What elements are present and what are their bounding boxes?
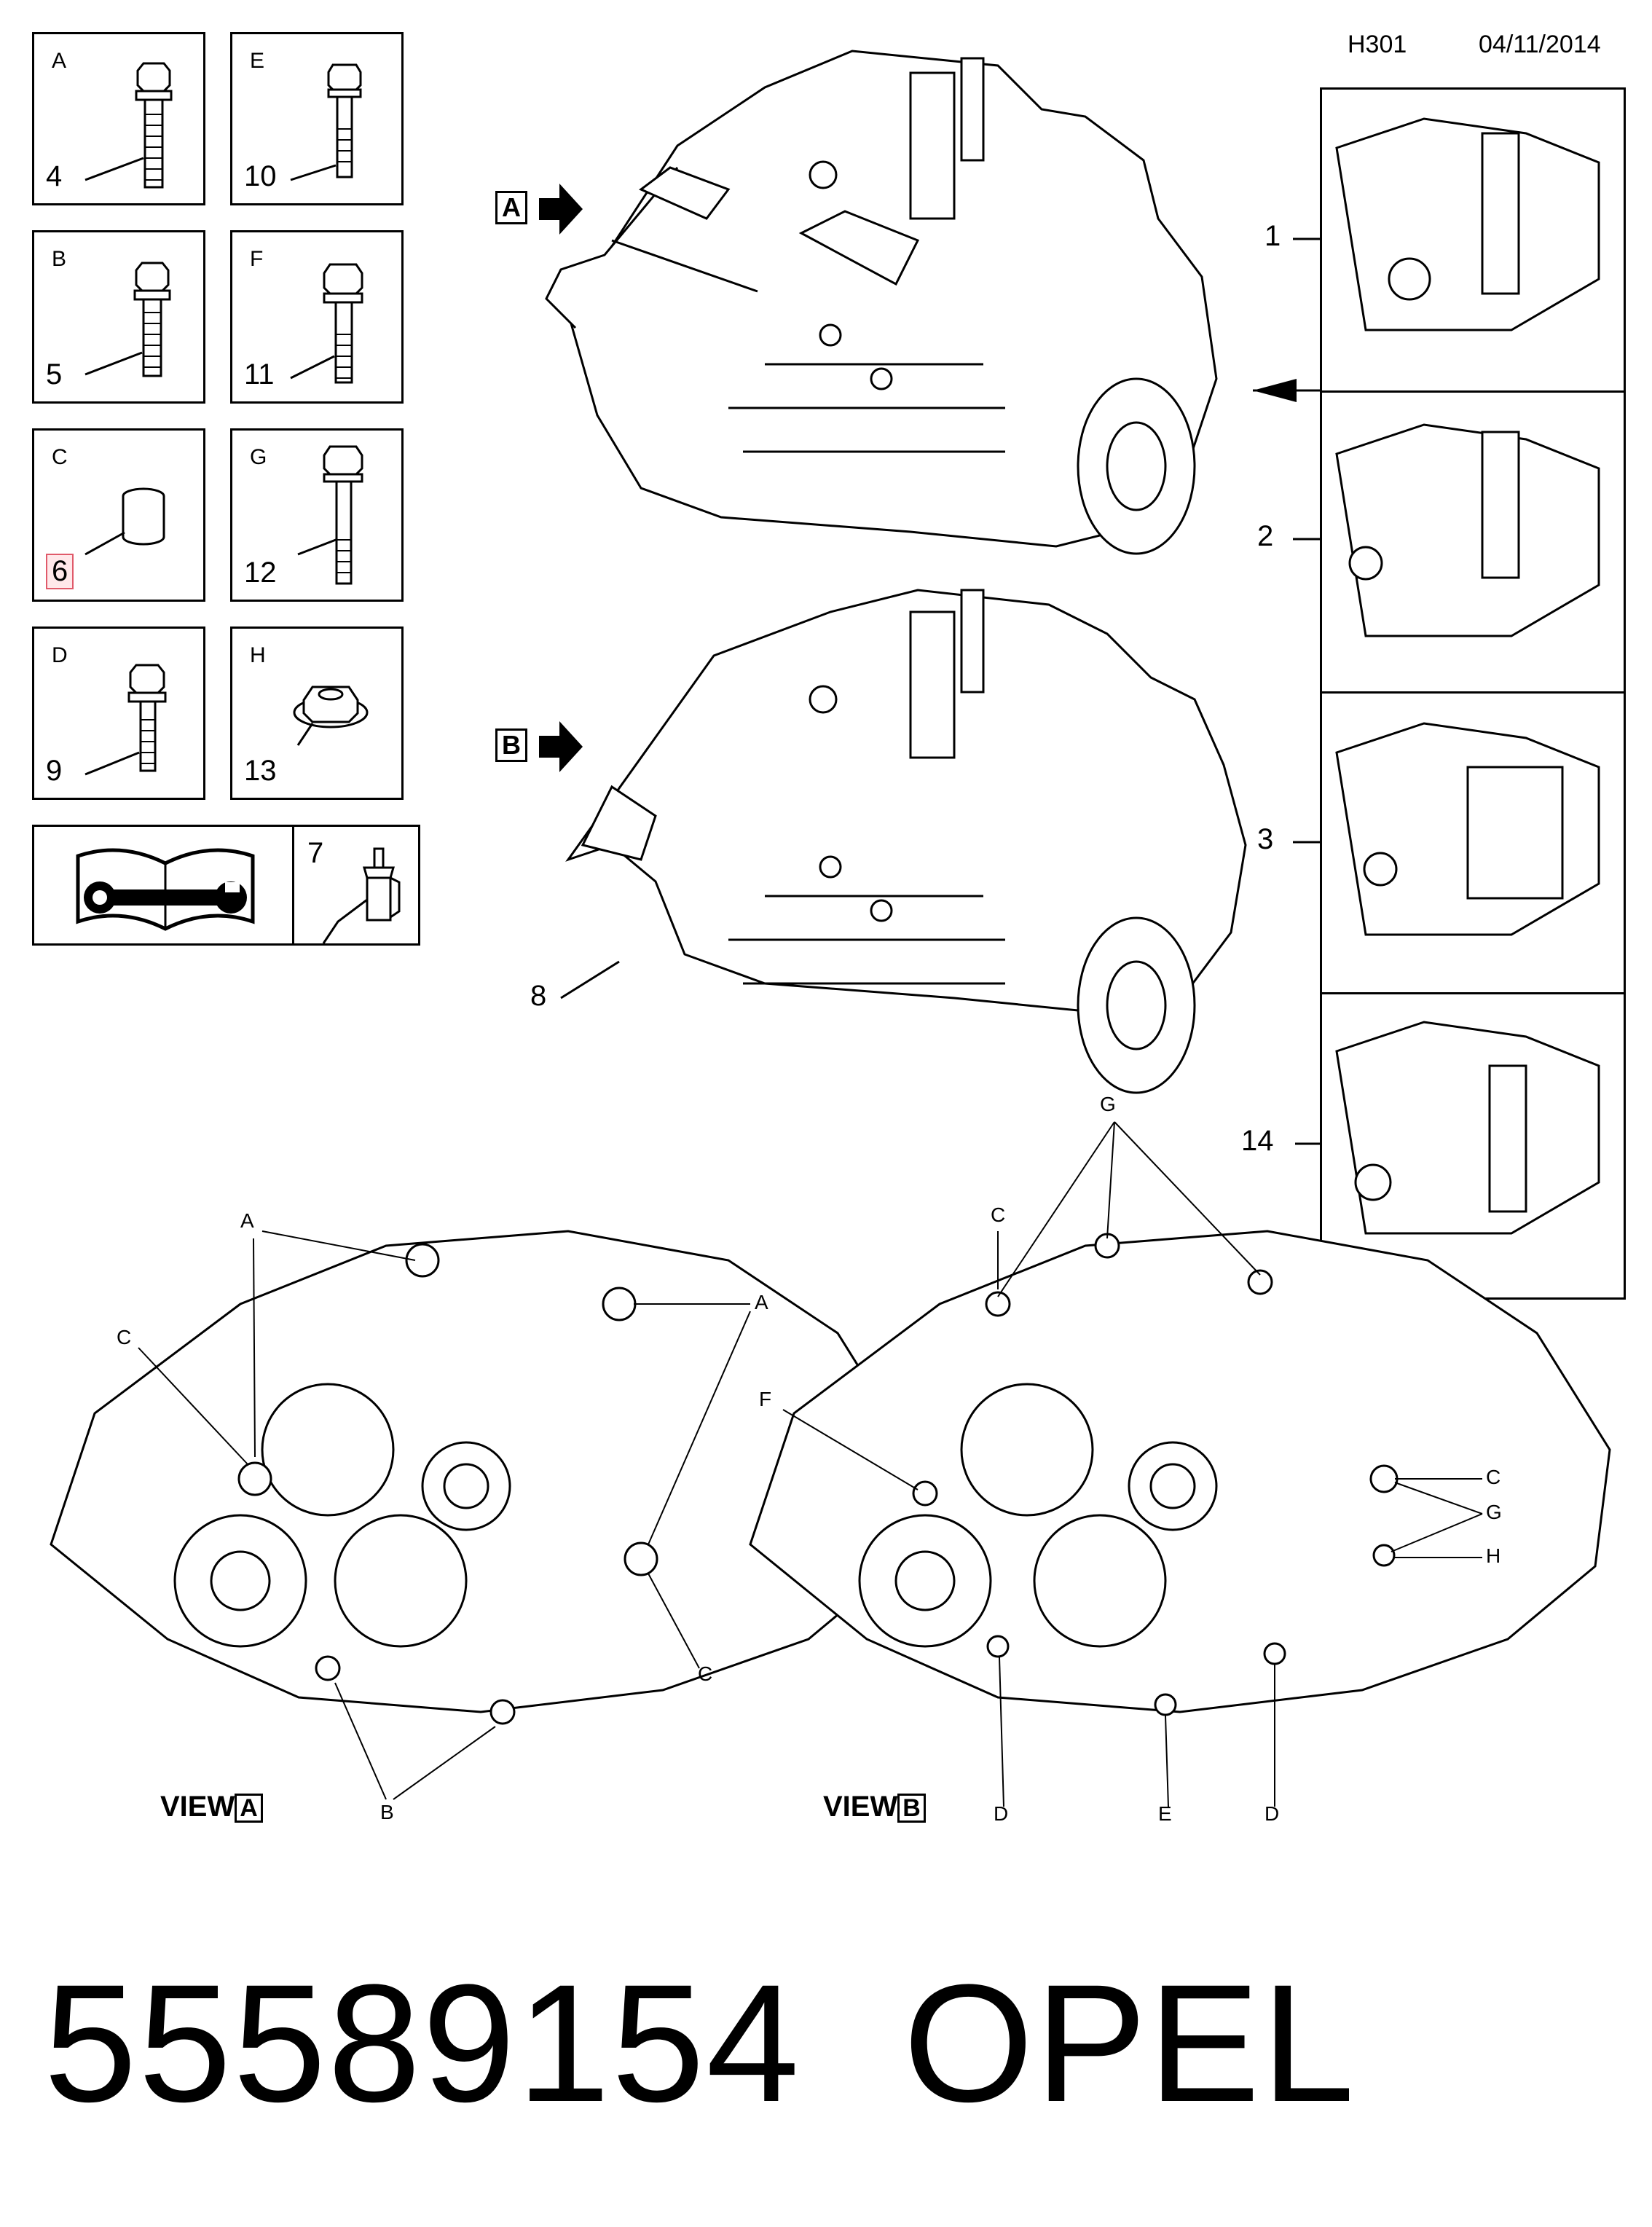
view-a-title-tag: A xyxy=(235,1794,263,1823)
detail-number-3: 3 xyxy=(1257,823,1274,855)
view-b-label-d-left: D xyxy=(994,1802,1009,1825)
detail-number-14: 14 xyxy=(1241,1125,1274,1157)
view-a-title-text: VIEW xyxy=(160,1791,235,1823)
diagram-code: H301 xyxy=(1348,31,1407,58)
fastener-cell-e: E 10 xyxy=(230,32,404,205)
fastener-cell-f: F 11 xyxy=(230,230,404,404)
view-b-label-c-top: C xyxy=(991,1203,1006,1226)
fastener-letter: C xyxy=(52,445,68,469)
fastener-number: 9 xyxy=(46,755,63,787)
fastener-letter: A xyxy=(52,49,67,73)
view-b-label-g-right: G xyxy=(1486,1501,1502,1523)
detail-number-1: 1 xyxy=(1264,220,1281,252)
fastener-letter: G xyxy=(250,445,267,469)
view-b-label-g-top: G xyxy=(1100,1093,1116,1115)
housing-number: 8 xyxy=(530,980,547,1012)
fastener-number: 12 xyxy=(244,557,277,589)
diagram-date: 04/11/2014 xyxy=(1479,31,1601,58)
detail-inset-drawings xyxy=(1335,117,1600,1235)
view-b-label-h-right: H xyxy=(1486,1544,1501,1567)
fastener-cell-c: C 6 xyxy=(32,428,205,602)
sealant-box: 7 xyxy=(292,825,420,946)
sealant-number: 7 xyxy=(307,837,324,869)
fastener-number: 10 xyxy=(244,160,277,192)
brand-name: OPEL xyxy=(903,1949,1356,2137)
view-b-arrow: B xyxy=(495,721,583,772)
view-b-label-c-right: C xyxy=(1486,1466,1501,1488)
fastener-cell-g: G 12 xyxy=(230,428,404,602)
fastener-number: 11 xyxy=(244,358,275,390)
sealant-tube-icon xyxy=(322,847,401,944)
part-number: 55589154 xyxy=(44,1949,801,2137)
view-b-title-text: VIEW xyxy=(823,1791,898,1823)
view-a-tag: A xyxy=(495,191,527,224)
view-b-label-e-bottom: E xyxy=(1158,1802,1172,1825)
view-b-title-tag: B xyxy=(897,1794,926,1823)
manual-box xyxy=(32,825,294,946)
fastener-letter: B xyxy=(52,247,67,271)
fastener-letter: H xyxy=(250,643,266,667)
fastener-letter: E xyxy=(250,49,265,73)
detail-inset-column xyxy=(1320,87,1626,1300)
bolt-hex-flange-icon xyxy=(84,664,167,776)
view-a-label-c-left: C xyxy=(117,1326,132,1348)
fastener-cell-d: D 9 xyxy=(32,627,205,800)
arrow-right-icon xyxy=(539,721,583,772)
view-a-label-a-right: A xyxy=(755,1291,768,1313)
bolt-hex-long-icon xyxy=(297,445,363,585)
view-b-label-d-right: D xyxy=(1264,1802,1280,1825)
view-a-label-b-bottom: B xyxy=(380,1801,394,1823)
view-b-tag: B xyxy=(495,728,527,762)
view-a-arrow: A xyxy=(495,184,583,235)
bolt-hex-medium-icon xyxy=(290,263,363,384)
bolt-torx-short-icon xyxy=(84,262,171,377)
fastener-number: 13 xyxy=(244,755,277,787)
fastener-number-highlighted: 6 xyxy=(46,554,74,589)
bolt-torx-icon xyxy=(84,62,173,189)
arrow-right-icon xyxy=(539,184,583,235)
bolt-hex-small-icon xyxy=(290,63,362,181)
fastener-number: 5 xyxy=(46,358,63,390)
view-a-label-c-right: C xyxy=(698,1662,713,1685)
manual-wrench-icon xyxy=(76,848,255,931)
view-b-label-f-left: F xyxy=(759,1388,772,1410)
dowel-sleeve-icon xyxy=(84,487,165,556)
fastener-number: 4 xyxy=(46,160,63,192)
fastener-letter: F xyxy=(250,247,264,271)
fastener-cell-h: H 13 xyxy=(230,627,404,800)
fastener-letter: D xyxy=(52,643,68,667)
fastener-cell-b: B 5 xyxy=(32,230,205,404)
view-a-label-a-top: A xyxy=(240,1209,254,1232)
fastener-cell-a: A 4 xyxy=(32,32,205,205)
detail-number-2: 2 xyxy=(1257,520,1274,552)
flange-nut-icon xyxy=(293,686,369,746)
